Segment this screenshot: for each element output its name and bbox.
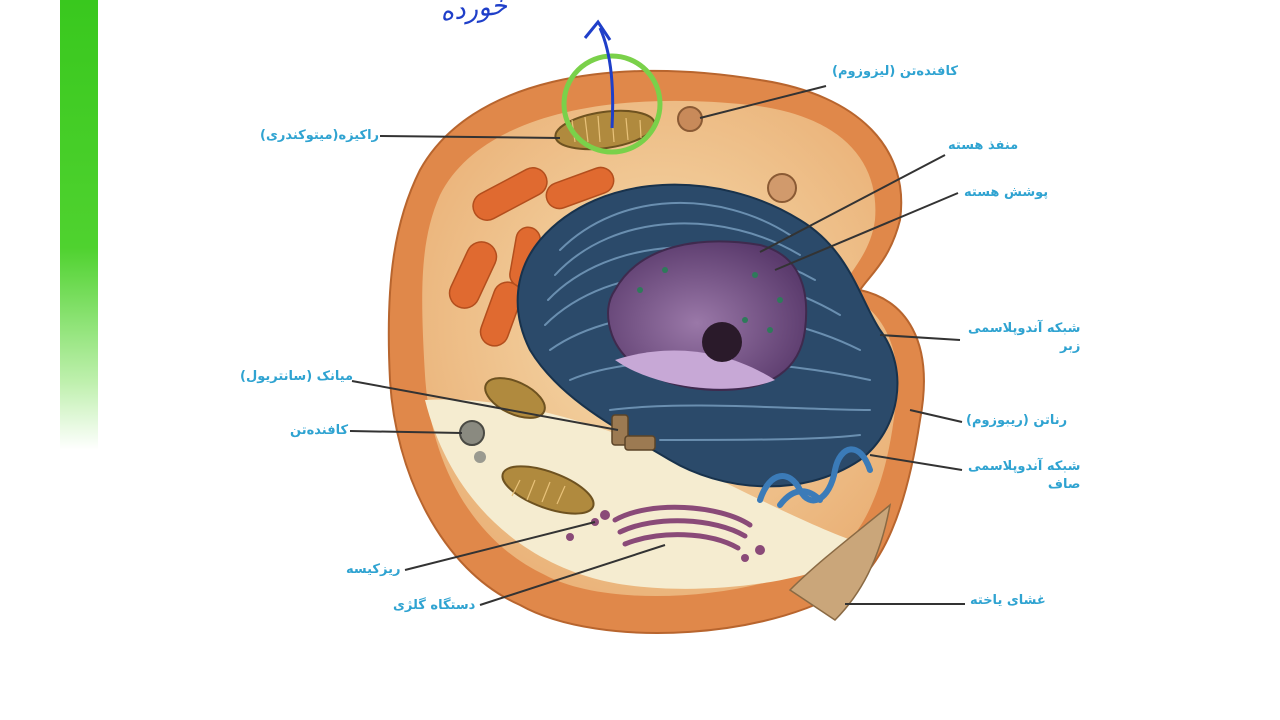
accent-bar <box>60 0 98 450</box>
label-nuclear-envelope: پوشش هسته <box>964 185 1049 200</box>
label-smooth-er-line2: صاف <box>1047 477 1081 492</box>
label-mitochondria: راکیزه(میتوکندری) <box>260 128 380 143</box>
label-rough-er-line2: زبر <box>1059 339 1081 354</box>
lysosome-left <box>459 420 485 446</box>
label-lysosome-top: کافنده‌تن (لیزوزوم) <box>832 64 958 79</box>
label-lysosome-left: کافنده‌تن <box>290 423 349 438</box>
leader-lines <box>349 85 965 606</box>
label-cell-membrane: غشای یاخته <box>970 593 1046 608</box>
lysosome-top <box>677 106 703 132</box>
label-smooth-er-line1: شبکه آندوپلاسمی <box>968 459 1081 474</box>
label-golgi: دستگاه گلژی <box>393 598 476 613</box>
lysosome-top-2 <box>767 173 797 203</box>
label-vesicle: ریزکیسه <box>346 562 401 577</box>
smooth-er <box>757 446 873 508</box>
label-nuclear-pore: منفذ هسته <box>948 138 1019 153</box>
label-centriole: میانک (سانتریول) <box>240 369 354 384</box>
centriole <box>611 414 656 451</box>
nucleolus <box>702 322 742 362</box>
label-smooth-er: شبکه آندوپلاسمی صاف <box>968 458 1080 494</box>
label-rough-er-line1: شبکه آندوپلاسمی <box>968 321 1081 336</box>
label-rough-er: شبکه آندوپلاسمی زبر <box>968 320 1080 356</box>
label-ribosome: رناتن (ریبوزوم) <box>966 413 1068 428</box>
cut-face <box>425 399 865 589</box>
mitochondria <box>448 166 615 347</box>
annotation-arrow <box>598 27 615 129</box>
golgi <box>612 504 753 551</box>
cell-membrane-flap <box>788 503 892 621</box>
highlight-circle <box>561 53 663 155</box>
